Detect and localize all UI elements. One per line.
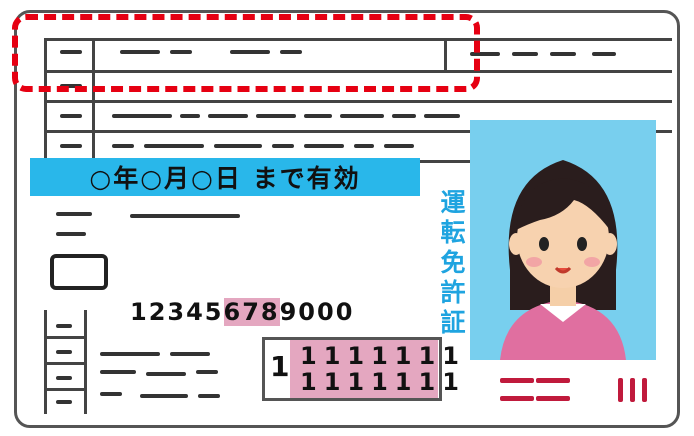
row-divider bbox=[44, 130, 672, 133]
tally-left-mark: 1 bbox=[270, 350, 290, 383]
placeholder-text bbox=[198, 394, 220, 398]
placeholder-text bbox=[512, 52, 538, 56]
stamp-mark bbox=[618, 378, 623, 402]
title-char: 証 bbox=[440, 308, 466, 337]
stamp-mark bbox=[630, 378, 635, 402]
license-number: 123456789000 bbox=[130, 298, 354, 326]
placeholder-text bbox=[392, 114, 416, 118]
license-number-start: 12345 bbox=[130, 298, 224, 326]
license-number-highlight: 678 bbox=[223, 298, 280, 326]
placeholder-text bbox=[60, 50, 82, 54]
license-title-vertical: 運 転 免 許 証 bbox=[436, 188, 470, 338]
title-char: 転 bbox=[440, 218, 466, 247]
placeholder-text bbox=[170, 352, 210, 356]
placeholder-text bbox=[196, 370, 218, 374]
placeholder-text bbox=[100, 352, 160, 356]
placeholder-text bbox=[180, 114, 200, 118]
title-char: 運 bbox=[440, 188, 466, 217]
placeholder-text bbox=[272, 144, 294, 148]
placeholder-text bbox=[256, 114, 296, 118]
placeholder-text bbox=[130, 214, 240, 218]
placeholder-text bbox=[56, 232, 86, 236]
placeholder-text bbox=[56, 350, 72, 354]
placeholder-text bbox=[112, 144, 134, 148]
placeholder-text bbox=[140, 394, 188, 398]
placeholder-text bbox=[56, 376, 72, 380]
row-divider bbox=[44, 70, 672, 73]
placeholder-text bbox=[60, 114, 82, 118]
id-photo bbox=[470, 120, 656, 360]
tally-top-row: 1111111 bbox=[300, 342, 466, 370]
placeholder-text bbox=[304, 114, 332, 118]
column-divider bbox=[44, 38, 47, 162]
title-char: 許 bbox=[440, 278, 466, 307]
license-class-box bbox=[50, 254, 108, 290]
placeholder-text bbox=[56, 400, 72, 404]
placeholder-text bbox=[56, 324, 72, 328]
placeholder-text bbox=[214, 144, 262, 148]
placeholder-text bbox=[304, 144, 344, 148]
stamp-mark bbox=[500, 378, 534, 383]
tally-box-fill bbox=[290, 340, 438, 398]
row-divider bbox=[44, 388, 86, 391]
row-divider bbox=[44, 100, 672, 103]
name-field-highlight bbox=[12, 14, 480, 92]
placeholder-text bbox=[470, 52, 500, 56]
placeholder-text bbox=[120, 50, 160, 54]
placeholder-text bbox=[100, 392, 122, 396]
placeholder-text bbox=[146, 372, 186, 376]
placeholder-text bbox=[424, 114, 460, 118]
license-number-end: 9000 bbox=[279, 298, 355, 326]
placeholder-text bbox=[56, 212, 92, 216]
placeholder-text bbox=[170, 50, 192, 54]
stamp-mark bbox=[536, 378, 570, 383]
placeholder-text bbox=[550, 52, 576, 56]
placeholder-text bbox=[592, 52, 616, 56]
placeholder-text bbox=[280, 50, 302, 54]
placeholder-text bbox=[340, 114, 384, 118]
placeholder-text bbox=[208, 114, 248, 118]
placeholder-text bbox=[60, 144, 82, 148]
validity-date-band: ○年○月○日 まで有効 bbox=[30, 158, 420, 196]
stamp-mark bbox=[536, 396, 570, 401]
row-divider bbox=[44, 336, 86, 339]
column-divider bbox=[92, 38, 95, 162]
title-char: 免 bbox=[440, 248, 466, 277]
portrait-illustration bbox=[500, 160, 626, 360]
row-divider bbox=[44, 38, 672, 41]
placeholder-text bbox=[112, 114, 172, 118]
row-divider bbox=[44, 362, 86, 365]
validity-text: ○年○月○日 まで有効 bbox=[89, 164, 361, 193]
placeholder-text bbox=[354, 144, 374, 148]
column-divider bbox=[444, 38, 447, 72]
placeholder-text bbox=[230, 50, 270, 54]
placeholder-text bbox=[100, 370, 136, 374]
placeholder-text bbox=[144, 144, 204, 148]
placeholder-text bbox=[384, 144, 414, 148]
stamp-mark bbox=[642, 378, 647, 402]
stamp-mark bbox=[500, 396, 534, 401]
tally-bottom-row: 1111111 bbox=[300, 368, 466, 396]
